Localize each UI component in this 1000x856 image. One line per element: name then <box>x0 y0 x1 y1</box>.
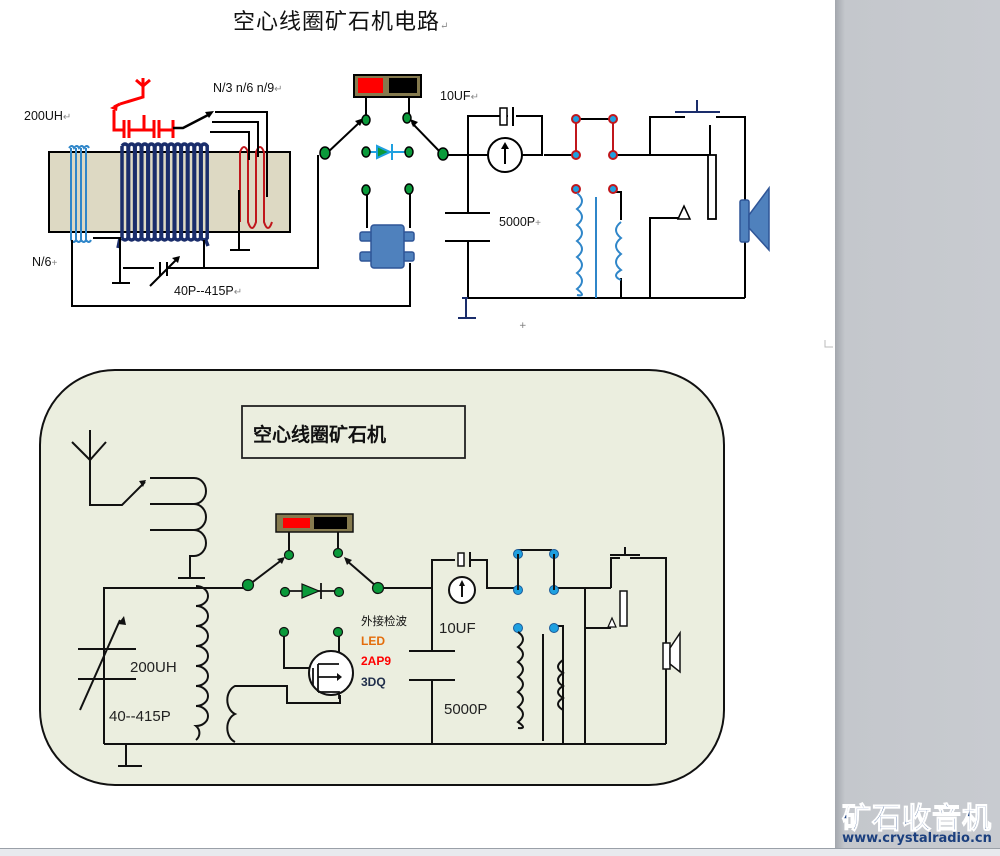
document-title: 空心线圈矿石机电路↵ <box>233 10 450 35</box>
panel-heading: 空心线圈矿石机 <box>253 424 387 446</box>
mosfet-icon <box>308 650 354 696</box>
label-10uf: 10UF↵ <box>440 89 479 103</box>
watermark-logo: 矿石收音机 www.crystalradio.cn <box>834 795 1000 850</box>
speaker-icon <box>739 185 770 252</box>
antenna-icon <box>112 78 175 138</box>
label-led: LED <box>361 634 385 648</box>
svg-text:+: + <box>519 321 527 331</box>
label-10uf-bottom: 10UF <box>439 620 476 637</box>
label-5000p-bottom: 5000P <box>444 701 488 718</box>
terminal-dots <box>319 112 449 196</box>
coil-turns <box>120 142 209 242</box>
label-n6: N/6+ <box>32 255 58 269</box>
detector-chip <box>359 224 415 269</box>
label-200uh: 200UH↵ <box>24 109 72 123</box>
label-external-detector: 外接检波 <box>361 614 407 628</box>
watermark-url: www.crystalradio.cn <box>842 831 992 846</box>
label-varcap-bottom: 40--415P <box>109 708 171 725</box>
label-5000p: 5000P+ <box>499 215 541 229</box>
label-3dq: 3DQ <box>361 675 386 689</box>
label-varcap: 40P--415P↵ <box>174 284 243 298</box>
watermark-brand: 矿石收音机 <box>841 801 992 836</box>
label-200uh-bottom: 200UH <box>130 659 177 676</box>
main-coil-200uh <box>116 142 210 249</box>
bottom-circuit-panel <box>39 369 725 786</box>
document-page: 空心线圈矿石机电路↵ <box>24 10 833 786</box>
panel-heading-box <box>241 405 466 459</box>
label-2ap9: 2AP9 <box>361 654 392 668</box>
label-taps: N/3 n/6 n/9↵ <box>213 81 283 95</box>
status-bar <box>0 848 1000 856</box>
jack-terminals <box>571 114 618 194</box>
audio-transformer <box>575 192 623 298</box>
window-side-margin <box>835 0 1000 848</box>
antenna-coil-n6 <box>68 145 92 243</box>
ground-symbol <box>230 190 250 251</box>
top-circuit-diagram: + <box>48 74 833 348</box>
tap-wires <box>210 111 268 197</box>
